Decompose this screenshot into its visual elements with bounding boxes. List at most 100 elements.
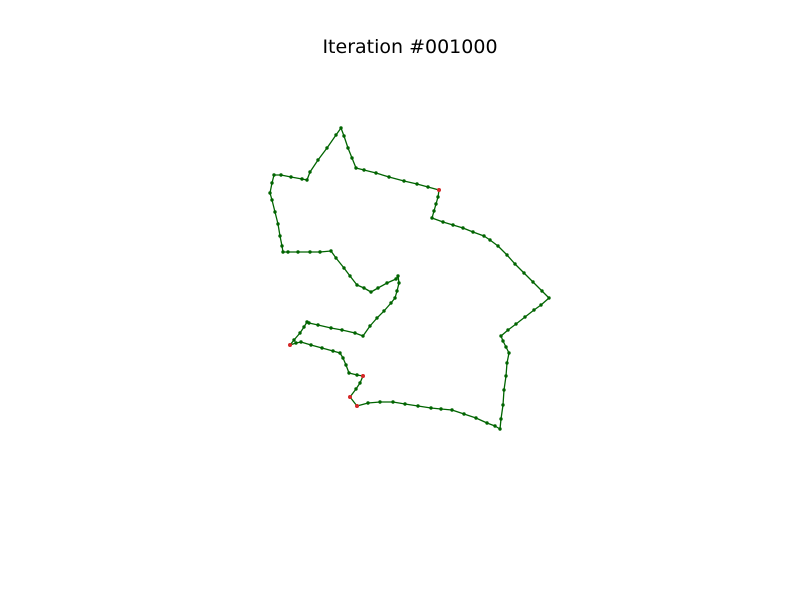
path-node — [280, 244, 284, 248]
path-node — [305, 178, 309, 182]
path-node — [385, 281, 389, 285]
path-node — [369, 290, 373, 294]
tour-path — [269, 127, 550, 430]
path-node — [396, 274, 400, 278]
path-node — [281, 250, 285, 254]
highlight-node — [437, 188, 441, 192]
path-node — [434, 202, 438, 206]
path-node — [504, 374, 508, 378]
highlight-node — [355, 404, 359, 408]
path-node — [501, 403, 505, 407]
path-node — [316, 158, 320, 162]
path-node — [485, 421, 489, 425]
path-node — [432, 209, 436, 213]
path-node — [342, 266, 346, 270]
path-node — [394, 277, 398, 281]
path-node — [325, 146, 329, 150]
path-node — [402, 179, 406, 183]
path-node — [268, 191, 272, 195]
path-node — [331, 349, 335, 353]
path-node — [294, 341, 298, 345]
path-node — [354, 166, 358, 170]
path-node — [450, 408, 454, 412]
highlight-node — [288, 343, 292, 347]
path-node — [403, 402, 407, 406]
path-node — [493, 424, 497, 428]
path-node — [272, 173, 276, 177]
path-node — [462, 412, 466, 416]
path-node — [378, 400, 382, 404]
highlight-layer — [288, 188, 441, 408]
path-node — [316, 323, 320, 327]
path-node — [299, 340, 303, 344]
path-node — [347, 371, 351, 375]
path-node — [342, 134, 346, 138]
path-node — [505, 253, 509, 257]
path-node — [514, 322, 518, 326]
path-node — [366, 401, 370, 405]
path-node — [355, 283, 359, 287]
path-node — [340, 328, 344, 332]
path-node — [376, 286, 380, 290]
highlight-node — [348, 395, 352, 399]
path-node — [389, 301, 393, 305]
path-node — [441, 220, 445, 224]
path-node — [270, 198, 274, 202]
path-node — [539, 303, 543, 307]
path-node — [308, 170, 312, 174]
path-node — [276, 222, 280, 226]
path-node — [532, 308, 536, 312]
path-node — [430, 216, 434, 220]
path-node — [302, 325, 306, 329]
path-node — [355, 373, 359, 377]
path-node — [513, 262, 517, 266]
path-node — [308, 250, 312, 254]
path-node — [334, 256, 338, 260]
path-node — [348, 274, 352, 278]
path-node — [362, 168, 366, 172]
path-node — [279, 173, 283, 177]
path-node — [362, 286, 366, 290]
path-node — [334, 133, 338, 137]
path-node — [393, 296, 397, 300]
path-node — [341, 356, 345, 360]
path-node — [501, 339, 505, 343]
path-node — [498, 427, 502, 431]
path-node — [471, 230, 475, 234]
path-node — [320, 346, 324, 350]
path-node — [436, 195, 440, 199]
path-node — [354, 387, 358, 391]
path-node — [499, 334, 503, 338]
path-node — [482, 234, 486, 238]
path-node — [523, 315, 527, 319]
path-node — [339, 126, 343, 130]
path-node — [374, 171, 378, 175]
path-node — [502, 388, 506, 392]
path-node — [397, 281, 401, 285]
path-node — [395, 289, 399, 293]
path-node — [309, 343, 313, 347]
plot-area — [268, 126, 551, 431]
path-node — [387, 175, 391, 179]
path-node — [368, 324, 372, 328]
path-node — [426, 185, 430, 189]
path-node — [361, 334, 365, 338]
path-node — [273, 210, 277, 214]
path-node — [415, 182, 419, 186]
path-node — [318, 250, 322, 254]
path-node — [350, 156, 354, 160]
path-node — [429, 406, 433, 410]
path-node — [451, 223, 455, 227]
path-node — [488, 238, 492, 242]
plot-title: Iteration #001000 — [322, 36, 497, 58]
path-node — [286, 250, 290, 254]
path-node — [499, 417, 503, 421]
highlight-node — [361, 374, 365, 378]
path-node — [300, 177, 304, 181]
node-layer — [268, 126, 551, 431]
path-node — [375, 316, 379, 320]
path-node — [338, 351, 342, 355]
path-node — [540, 289, 544, 293]
path-node — [270, 181, 274, 185]
